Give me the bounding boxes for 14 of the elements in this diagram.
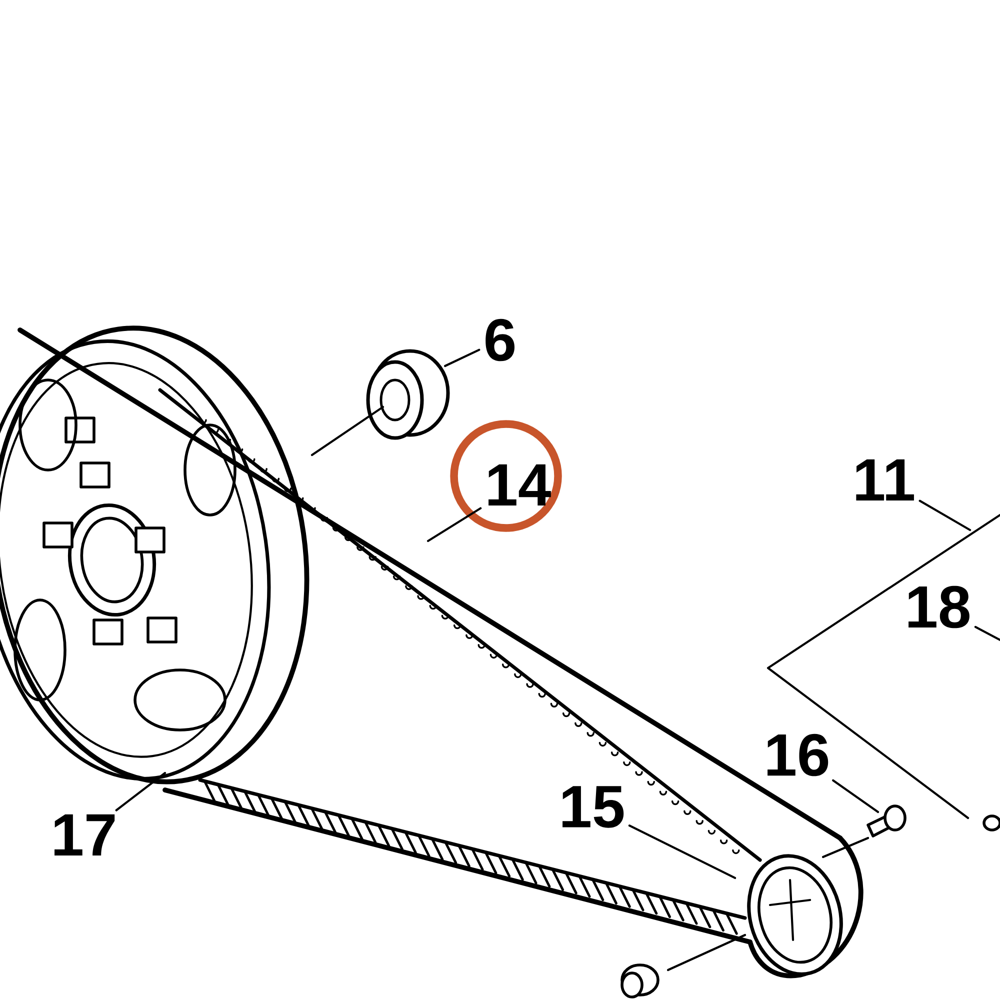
leader-line [426, 507, 482, 542]
leader-line [444, 348, 480, 368]
callout-number: 14 [488, 464, 551, 506]
callout-number: 16 [768, 734, 828, 776]
leader-line [832, 779, 880, 814]
callout-number: 18 [908, 586, 970, 628]
callout-number: 15 [562, 786, 624, 828]
leader-line [628, 824, 736, 880]
leader-line [115, 772, 166, 812]
callout-number: 6 [486, 318, 514, 362]
leader-line [974, 626, 1000, 642]
callout-number: 17 [54, 814, 115, 856]
callout-number: 11 [856, 459, 914, 501]
leader-line [918, 500, 972, 532]
